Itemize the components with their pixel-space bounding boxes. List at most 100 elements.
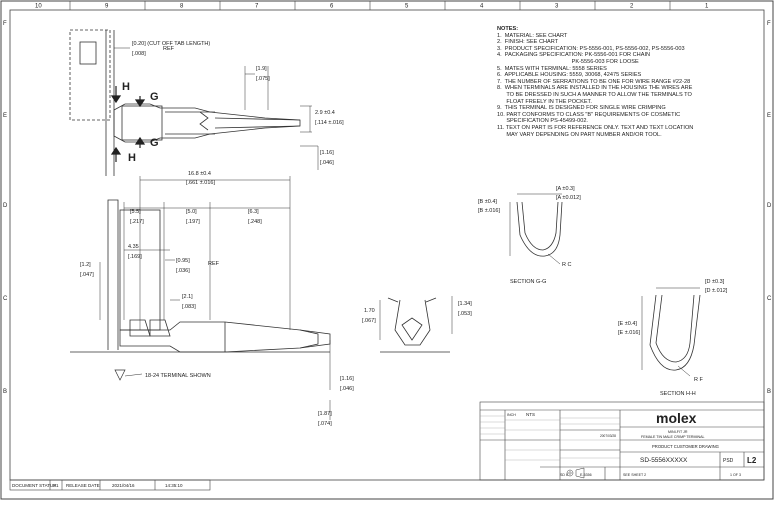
dim-5-5-inch: [.217] xyxy=(130,219,144,225)
desc-line-2: FEMALE TIN MALE CRIMP TERMINAL xyxy=(641,435,705,439)
note-item: 3. PRODUCT SPECIFICATION: PS-5556-001, P… xyxy=(497,45,685,52)
ref-label: REF xyxy=(208,261,220,267)
row-label: B xyxy=(767,389,771,395)
terminal-shown-note: 18-24 TERMINAL SHOWN xyxy=(145,373,211,379)
side-view-dimlines xyxy=(99,176,331,420)
dim-6-3: [6.3] xyxy=(248,209,259,215)
top-view-dimlines xyxy=(114,47,319,170)
note-item: 7. THE NUMBER OF SERRATIONS TO BE ONE FO… xyxy=(497,78,691,85)
dim-4-35: 4.35 xyxy=(128,244,139,250)
dim-overall-inch: [.661 ±.016] xyxy=(186,180,215,186)
radius-c: R C xyxy=(562,262,572,268)
note-item: 5. MATES WITH TERMINAL: 5558 SERIES xyxy=(497,65,607,72)
row-label: E xyxy=(3,113,7,119)
sheet-ref: SEE SHEET 2 xyxy=(623,473,646,477)
dim-a-inch: [A ±0.012] xyxy=(556,195,581,201)
dim-b: [B ±0.4] xyxy=(478,199,497,205)
doc-status-label: DOCUMENT STATUS xyxy=(12,483,56,488)
col-label: 7 xyxy=(255,4,259,10)
dim-1-87-inch: [.074] xyxy=(318,421,332,427)
row-label: C xyxy=(767,296,772,302)
note-item: PK-5556-003 FOR LOOSE xyxy=(497,58,639,65)
section-h-view xyxy=(649,294,701,371)
note-item: TO BE DRESSED IN SUCH A MANNER TO ALLOW … xyxy=(497,91,692,98)
dim-1-34-inch: [.053] xyxy=(458,311,472,317)
note-item: MAY VARY DEPENDING ON PART NUMBER AND/OR… xyxy=(497,131,662,138)
desc-line-1: MINI-FIT JR xyxy=(668,430,688,434)
note-item: 8. WHEN TERMINALS ARE INSTALLED IN THE H… xyxy=(497,85,693,92)
release-date: 2021/04/16 xyxy=(112,483,135,488)
col-label: 5 xyxy=(405,4,409,10)
mid-view-dims: 1.70 [.067] [1.34] [.053] xyxy=(362,301,472,324)
row-label: F xyxy=(767,21,771,27)
molex-logo: molex xyxy=(656,410,697,426)
dim-2-9-inch: [.114 ±.016] xyxy=(315,120,344,126)
mid-view xyxy=(380,297,450,353)
revision: L2 xyxy=(747,456,757,465)
note-item: 11. TEXT ON PART IS FOR REFERENCE ONLY. … xyxy=(497,124,694,131)
dim-a: [A ±0.3] xyxy=(556,186,575,192)
date: 2007/03/28 xyxy=(600,434,616,438)
row-label: E xyxy=(767,113,771,119)
doc-number: SD-5556XXXXX xyxy=(640,457,688,464)
top-view-dims: [0.20] (CUT OFF TAB LENGTH) [.008] REF [… xyxy=(132,41,344,166)
dim-5-0-inch: [.197] xyxy=(186,219,200,225)
note-item: 2. FINISH: SEE CHART xyxy=(497,39,559,46)
note-item: 4. PACKAGING SPECIFICATION: PK-5556-001 … xyxy=(497,52,651,59)
note-item: 6. APPLICABLE HOUSING: 5559, 30068, 4247… xyxy=(497,72,642,79)
col-label: 6 xyxy=(330,4,334,10)
note-triangle xyxy=(114,369,126,381)
row-label: C xyxy=(3,296,8,302)
row-label: D xyxy=(3,203,8,209)
cutoff-inch: [.008] xyxy=(132,51,146,57)
note-item: 10. PART CONFORMS TO CLASS "B" REQUIREME… xyxy=(497,111,681,118)
section-h-label: H xyxy=(128,152,136,164)
projection-symbol xyxy=(566,467,585,479)
section-g-label: G xyxy=(150,137,159,149)
section-g-label: G xyxy=(150,91,159,103)
row-label: B xyxy=(3,389,7,395)
note-item: FLOAT FREELY IN THE POCKET. xyxy=(497,98,592,105)
notes-block: NOTES: 1. MATERIAL: SEE CHART 2. FINISH:… xyxy=(497,26,747,138)
dim-5-0: [5.0] xyxy=(186,209,197,215)
dim-1-16-inch: [.046] xyxy=(340,386,354,392)
ref-label: REF xyxy=(163,46,175,52)
dim-e: [E ±0.4] xyxy=(618,321,637,327)
dim-0-95: [0.95] xyxy=(176,258,190,264)
section-h-label: H xyxy=(122,81,130,93)
title-block xyxy=(479,401,765,481)
column-labels-top: 10 9 8 7 6 5 4 3 2 1 xyxy=(35,4,709,10)
dim-1-2-inch: [.047] xyxy=(80,272,94,278)
column-ticks xyxy=(69,1,671,10)
radius-f: R F xyxy=(694,377,704,383)
release-time: 14:35:10 xyxy=(165,483,183,488)
dim-5-5: [5.5] xyxy=(130,209,141,215)
dim-2-1: [2.1] xyxy=(182,294,193,300)
dim-1-9-inch: [.075] xyxy=(256,76,270,82)
note-item: 9. THIS TERMINAL IS DESIGNED FOR SINGLE … xyxy=(497,105,666,112)
inner-border xyxy=(9,9,765,481)
section-h-dims: [D ±0.3] [D ±.012] [E ±0.4] [E ±.016] R … xyxy=(618,279,728,397)
release-label: RELEASE DATE xyxy=(66,483,100,488)
dim-e-inch: [E ±.016] xyxy=(618,330,640,336)
section-g-view xyxy=(516,201,563,257)
in-sys: SD 6 xyxy=(560,473,568,477)
col-label: 1 xyxy=(705,4,709,10)
ec-number: E-5356 xyxy=(580,473,592,477)
section-g-title: SECTION G-G xyxy=(510,279,546,285)
top-view xyxy=(69,29,301,176)
col-label: 3 xyxy=(555,4,559,10)
title-block-lines xyxy=(480,415,620,461)
scale: NTS xyxy=(526,412,535,417)
dim-b-inch: [B ±.016] xyxy=(478,208,500,214)
col-label: 2 xyxy=(630,4,634,10)
dim-1-70-inch: [.067] xyxy=(362,318,376,324)
sheet-of: 1 OF 3 xyxy=(730,473,741,477)
col-label: 10 xyxy=(35,4,42,10)
col-label: 8 xyxy=(180,4,184,10)
dim-1-70: 1.70 xyxy=(364,308,375,314)
doc-type: PSD xyxy=(723,458,734,464)
dim-1-2: [1.2] xyxy=(80,262,91,268)
section-g-dims: [A ±0.3] [A ±0.012] [B ±0.4] [B ±.016] R… xyxy=(478,186,581,285)
